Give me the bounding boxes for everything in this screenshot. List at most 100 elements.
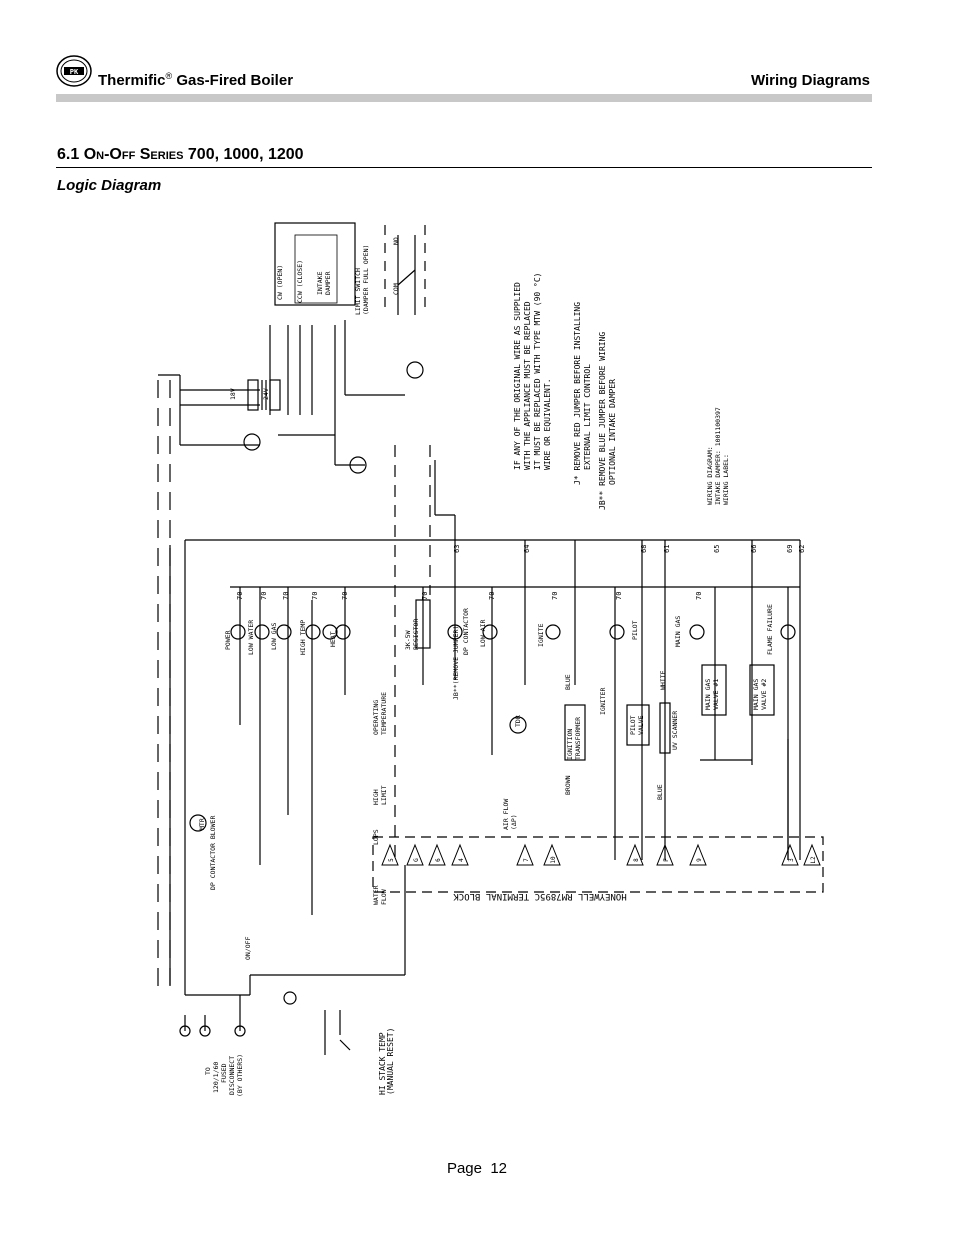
label-igniter: IGNITER	[599, 688, 607, 715]
wire-number: 69	[786, 545, 794, 553]
note3-line2: OPTIONAL INTAKE DAMPER	[608, 379, 617, 485]
label-high-limit-1: HIGH	[372, 789, 380, 805]
terminal-label: F	[663, 858, 670, 862]
label-ignite: IGNITE	[537, 623, 545, 647]
terminal-label: L2	[810, 856, 817, 864]
wire-number: 62	[798, 545, 806, 553]
label-24v: 24V	[262, 388, 270, 400]
wire-number: 70	[311, 592, 319, 600]
label-air-flow-1: AIR FLOW	[502, 799, 510, 830]
diagram-subtitle: Logic Diagram	[57, 177, 162, 194]
section-rule	[56, 167, 872, 168]
label-blue-wire: BLUE	[564, 674, 572, 690]
wire-number: 70	[341, 592, 349, 600]
label-mgv1-2: VALVE #1	[712, 679, 720, 710]
label-intake-1: INTAKE	[316, 271, 324, 295]
label-high-temp: HIGH TEMP	[299, 620, 307, 655]
label-no: NO	[392, 237, 400, 245]
wire-number: 63	[453, 545, 461, 553]
label-ign-trans-1: IGNITION	[566, 729, 574, 760]
label-water-flow-1: WATER	[372, 885, 380, 905]
terminal-label: G	[413, 858, 420, 862]
svg-text:PK: PK	[70, 68, 79, 76]
label-uv-scanner: UV SCANNER	[671, 711, 679, 750]
label-flame-failure: FLAME FAILURE	[766, 604, 774, 655]
wire-number: 61	[663, 545, 671, 553]
label-mgv1-1: MAIN GAS	[704, 679, 712, 710]
terminal-label: 5	[388, 858, 395, 862]
terminal-label: 3	[788, 858, 795, 862]
label-18v: 18V	[229, 388, 237, 400]
terminal-label: 8	[633, 858, 640, 862]
page-footer: Page 12	[446, 1160, 508, 1177]
label-disc-5: (BY OTHERS)	[236, 1054, 244, 1097]
wire-number: 70	[282, 592, 290, 600]
header-divider-bar	[56, 94, 872, 102]
header-section-name: Wiring Diagrams	[750, 72, 870, 89]
wiring-diagram: CW (OPEN) CCW (CLOSE) INTAKE DAMPER LIMI…	[157, 222, 824, 1097]
terminal-label: 6	[435, 858, 442, 862]
wire-number: 64	[523, 545, 531, 553]
label-power: POWER	[224, 630, 232, 650]
terminal-label: 9	[696, 858, 703, 862]
label-low-air: LOW AIR	[479, 620, 487, 647]
label-white-wire: WHITE	[659, 670, 667, 690]
label-high-limit-2: LIMIT	[380, 785, 388, 805]
note1-line1: IF ANY OF THE ORIGINAL WIRE AS SUPPLIED	[513, 282, 522, 470]
label-resistor-1: 3K-5W	[404, 630, 412, 650]
wire-number: 70	[260, 592, 268, 600]
note2-line2: EXTERNAL LIMIT CONTROL	[583, 364, 592, 470]
label-dp-contactor: DP CONTACTOR	[462, 608, 470, 655]
label-operating-1: OPERATING	[372, 700, 380, 735]
wire-number: 68	[640, 545, 648, 553]
label-limit-switch-2: (DAMPER FULL OPEN)	[362, 245, 370, 315]
wire-number: 70	[615, 592, 623, 600]
note1-line3: IT MUST BE REPLACED WITH TYPE MTW (90 °C…	[533, 273, 542, 470]
label-hi-stack-2: (MANUAL RESET)	[386, 1028, 395, 1095]
terminal-label: 10	[550, 856, 557, 864]
label-resistor-2: RESISTOR	[412, 619, 420, 650]
note1-line2: WITH THE APPLIANCE MUST BE REPLACED	[523, 301, 532, 470]
header-title: Thermific® Gas-Fired Boiler	[98, 71, 294, 89]
label-damper-ccw: CCW (CLOSE)	[296, 260, 304, 303]
label-low-water: LOW WATER	[247, 620, 255, 655]
note2-line1: J* REMOVE RED JUMPER BEFORE INSTALLING	[573, 302, 582, 485]
wiring-diagram-line2: INTAKE DAMPER: 1001100397	[714, 407, 722, 505]
terminal-label: 4	[458, 858, 465, 862]
wire-number: 66	[750, 545, 758, 553]
company-logo: PK	[56, 55, 92, 87]
intake-damper-box	[294, 234, 338, 304]
label-tdr: TDR	[514, 715, 522, 727]
label-lops: LOPS	[372, 829, 380, 845]
label-disc-2: 120/1/60	[212, 1062, 220, 1093]
label-disc-4: DISCONNECT	[228, 1056, 236, 1095]
label-limit-switch-1: LIMIT SWITCH	[354, 268, 362, 315]
label-ign-trans-2: TRANSFORMER	[574, 717, 582, 760]
label-main-gas: MAIN GAS	[674, 616, 682, 647]
label-damper-cw: CW (OPEN)	[276, 265, 284, 300]
label-disc-1: TO	[204, 1067, 212, 1075]
label-low-gas: LOW GAS	[270, 623, 278, 650]
damper-box	[274, 222, 356, 306]
label-jb-remove: JB**(REMOVE JUMPER)	[452, 626, 460, 700]
label-hi-stack-1: HI STACK TEMP	[378, 1032, 387, 1095]
terminal-label: 7	[523, 858, 530, 862]
terminal-block-box	[372, 836, 824, 893]
label-pilot-valve-2: VALVE	[637, 715, 645, 735]
label-intake-2: DAMPER	[324, 271, 332, 295]
note1-line4: WIRE OR EQUIVALENT.	[543, 378, 552, 470]
note3-line1: JB** REMOVE BLUE JUMPER BEFORE WIRING	[598, 332, 607, 510]
wiring-diagram-line3: WIRING LABEL:	[722, 454, 730, 505]
label-air-flow-2: (ΔP)	[510, 814, 518, 830]
label-brown-wire: BROWN	[564, 775, 572, 795]
label-heat: HEAT	[329, 631, 337, 647]
wire-number: 70	[236, 592, 244, 600]
wire-number: 70	[551, 592, 559, 600]
wire-number: 70	[421, 592, 429, 600]
label-mgv2-1: MAIN GAS	[752, 679, 760, 710]
label-water-flow-2: FLOW	[380, 889, 388, 905]
label-mtr: MTR	[198, 818, 206, 830]
label-com: COM	[392, 283, 400, 295]
label-on-off: ON/OFF	[244, 936, 252, 960]
label-blue-wire-2: BLUE	[656, 784, 664, 800]
